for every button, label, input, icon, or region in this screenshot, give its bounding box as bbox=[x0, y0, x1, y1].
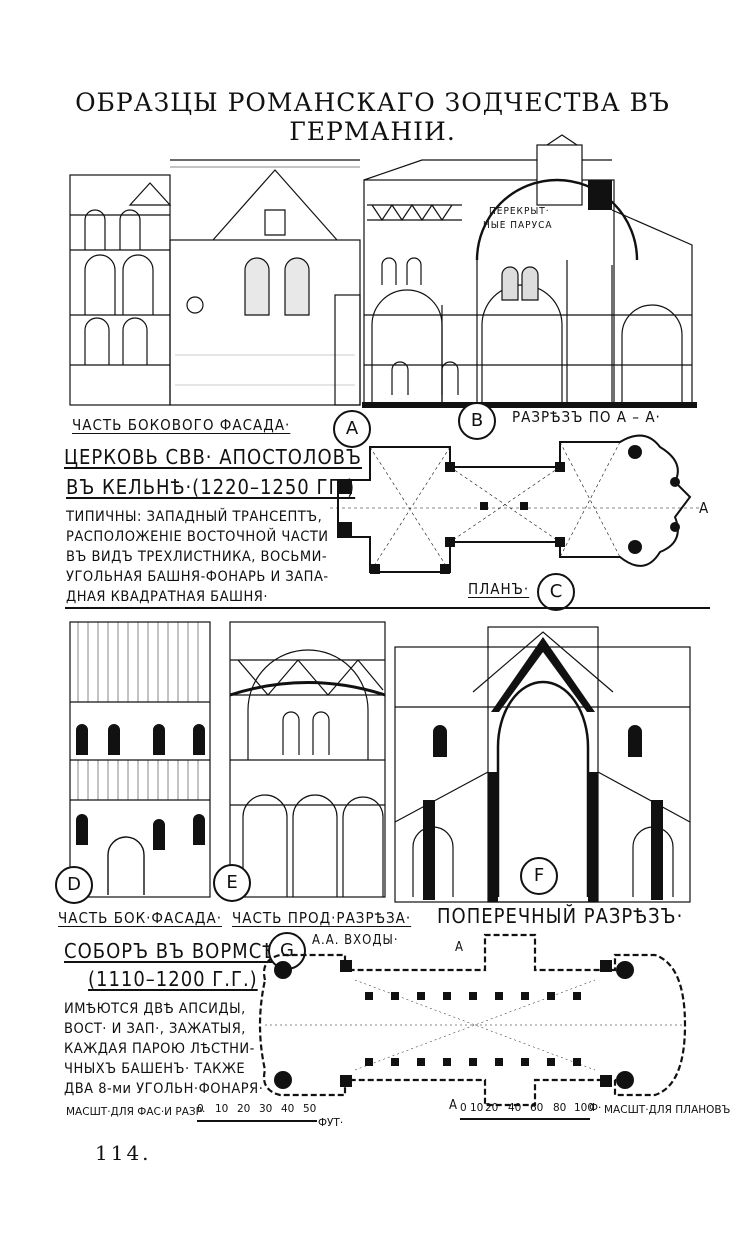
cathedral-description-line: КАЖДАЯ ПАРОЮ ЛѢСТНИ- bbox=[64, 1041, 255, 1057]
plan-pier bbox=[547, 992, 555, 1000]
church-description-line: ТИПИЧНЫ: ЗАПАДНЫЙ ТРАНСЕПТЪ, bbox=[66, 509, 323, 525]
badge-a: A bbox=[333, 410, 371, 448]
drawing-b-section bbox=[362, 134, 697, 408]
scale-left-tick: 20 bbox=[237, 1103, 251, 1115]
plan-pier bbox=[417, 1058, 425, 1066]
drawing-g-cathedral-plan bbox=[258, 933, 687, 1107]
drawing-d-side-facade bbox=[69, 621, 211, 898]
section-divider bbox=[65, 607, 710, 609]
church-title-line2: ВЪ КЕЛЬНѢ·(1220–1250 ГГ.) bbox=[66, 475, 356, 499]
annotation-b-line2: НЫЕ ПАРУСА bbox=[483, 220, 553, 231]
plan-c-marker-a: А bbox=[699, 499, 710, 517]
scale-right-tick: 10 bbox=[470, 1102, 484, 1114]
scale-right-tick: 100 bbox=[574, 1102, 595, 1114]
church-description: ТИПИЧНЫ: ЗАПАДНЫЙ ТРАНСЕПТЪ, РАСПОЛОЖЕНІ… bbox=[66, 507, 329, 607]
plan-pier bbox=[469, 1058, 477, 1066]
cathedral-title-line2: (1110–1200 Г.Г.) bbox=[88, 967, 258, 991]
plan-pier bbox=[443, 992, 451, 1000]
drawing-f-cross-section bbox=[394, 626, 691, 903]
cathedral-description-line: ИМѢЮТСЯ ДВѢ АПСИДЫ, bbox=[64, 1001, 246, 1017]
scale-right-label: МАСШТ·ДЛЯ ПЛАНОВЪ bbox=[604, 1104, 731, 1116]
plan-pier bbox=[495, 992, 503, 1000]
scale-left-tick: 10 bbox=[215, 1103, 229, 1115]
drawing-e-longitudinal-section bbox=[229, 621, 386, 898]
scale-right-bar bbox=[460, 1118, 590, 1120]
scale-left-tick: 40 bbox=[281, 1103, 295, 1115]
scale-left-bar bbox=[197, 1120, 317, 1122]
scale-left-label: МАСШТ·ДЛЯ ФАС·И РАЗР· bbox=[66, 1106, 206, 1118]
plan-pier bbox=[573, 1058, 581, 1066]
plan-pier bbox=[547, 1058, 555, 1066]
badge-e: E bbox=[213, 864, 251, 902]
cathedral-description-line: ВОСТ· И ЗАП·, ЗАЖАТЫЯ, bbox=[64, 1021, 246, 1037]
church-description-line: УГОЛЬНАЯ БАШНЯ-ФОНАРЬ И ЗАПА- bbox=[66, 569, 329, 585]
scale-right-tick: 20 bbox=[485, 1102, 499, 1114]
plan-g-marker-a-top: А bbox=[455, 940, 464, 955]
label-f-cross-section: ПОПЕРЕЧНЫЙ РАЗРѢЗЪ· bbox=[437, 904, 684, 928]
plan-pier bbox=[521, 992, 529, 1000]
plan-pier bbox=[391, 1058, 399, 1066]
scale-right-tick: 60 bbox=[530, 1102, 544, 1114]
plan-pier bbox=[469, 992, 477, 1000]
plan-pier bbox=[521, 1058, 529, 1066]
cathedral-description: ИМѢЮТСЯ ДВѢ АПСИДЫ, ВОСТ· И ЗАП·, ЗАЖАТЫ… bbox=[64, 999, 263, 1099]
cathedral-description-line: ДВА 8-ми УГОЛЬН·ФОНАРЯ· bbox=[64, 1081, 264, 1097]
label-c-plan: ПЛАНЪ· bbox=[468, 580, 530, 598]
scale-left-tick: 0 bbox=[197, 1103, 204, 1115]
church-description-line: РАСПОЛОЖЕНІЕ ВОСТОЧНОЙ ЧАСТИ bbox=[66, 529, 329, 545]
page-title: ОБРАЗЦЫ РОМАНСКАГО ЗОДЧЕСТВА ВЪ ГЕРМАНІИ… bbox=[75, 88, 670, 146]
church-title-line1: ЦЕРКОВЬ СВВ· АПОСТОЛОВЪ bbox=[64, 445, 362, 469]
label-e-section: ЧАСТЬ ПРОД·РАЗРѢЗА· bbox=[232, 909, 412, 927]
plan-pier bbox=[443, 1058, 451, 1066]
plan-pier bbox=[365, 992, 373, 1000]
badge-f: F bbox=[520, 857, 558, 895]
church-description-line: ДНАЯ КВАДРАТНАЯ БАШНЯ· bbox=[66, 589, 268, 605]
plan-pier bbox=[495, 1058, 503, 1066]
scale-left-tick: 30 bbox=[259, 1103, 273, 1115]
scale-right-tick: 0 bbox=[460, 1102, 467, 1114]
label-b-section: РАЗРѢЗЪ ПО А – А· bbox=[512, 408, 661, 426]
drawing-a-side-facade bbox=[69, 159, 361, 406]
badge-b: B bbox=[458, 402, 496, 440]
plan-g-marker-a-bottom: А bbox=[449, 1098, 458, 1113]
scale-left-tick: 50 bbox=[303, 1103, 317, 1115]
entrances-label: А.А. ВХОДЫ· bbox=[312, 933, 399, 948]
label-d-side-facade: ЧАСТЬ БОК·ФАСАДА· bbox=[58, 909, 222, 927]
label-a-side-facade: ЧАСТЬ БОКОВОГО ФАСАДА· bbox=[72, 416, 291, 434]
badge-c: C bbox=[537, 573, 575, 611]
page-number: 114. bbox=[95, 1141, 152, 1165]
cathedral-description-line: ЧНЫХЪ БАШЕНЪ· ТАКЖЕ bbox=[64, 1061, 246, 1077]
plan-pier bbox=[573, 992, 581, 1000]
church-description-line: ВЪ ВИДЪ ТРЕХЛИСТНИКА, ВОСЬМИ- bbox=[66, 549, 328, 565]
plan-pier bbox=[417, 992, 425, 1000]
plan-pier bbox=[391, 992, 399, 1000]
badge-d: D bbox=[55, 866, 93, 904]
scale-right-tick: 40 bbox=[508, 1102, 522, 1114]
scale-right-unit: Ф· bbox=[589, 1102, 602, 1114]
scale-right-tick: 80 bbox=[553, 1102, 567, 1114]
scale-left-unit: ФУТ· bbox=[318, 1117, 344, 1129]
plan-pier bbox=[365, 1058, 373, 1066]
cathedral-title-line1: СОБОРЪ ВЪ ВОРМСѢ· bbox=[64, 939, 284, 963]
annotation-b-line1: ПЕРЕКРЫТ· bbox=[489, 206, 550, 217]
drawing-c-plan bbox=[330, 434, 700, 574]
